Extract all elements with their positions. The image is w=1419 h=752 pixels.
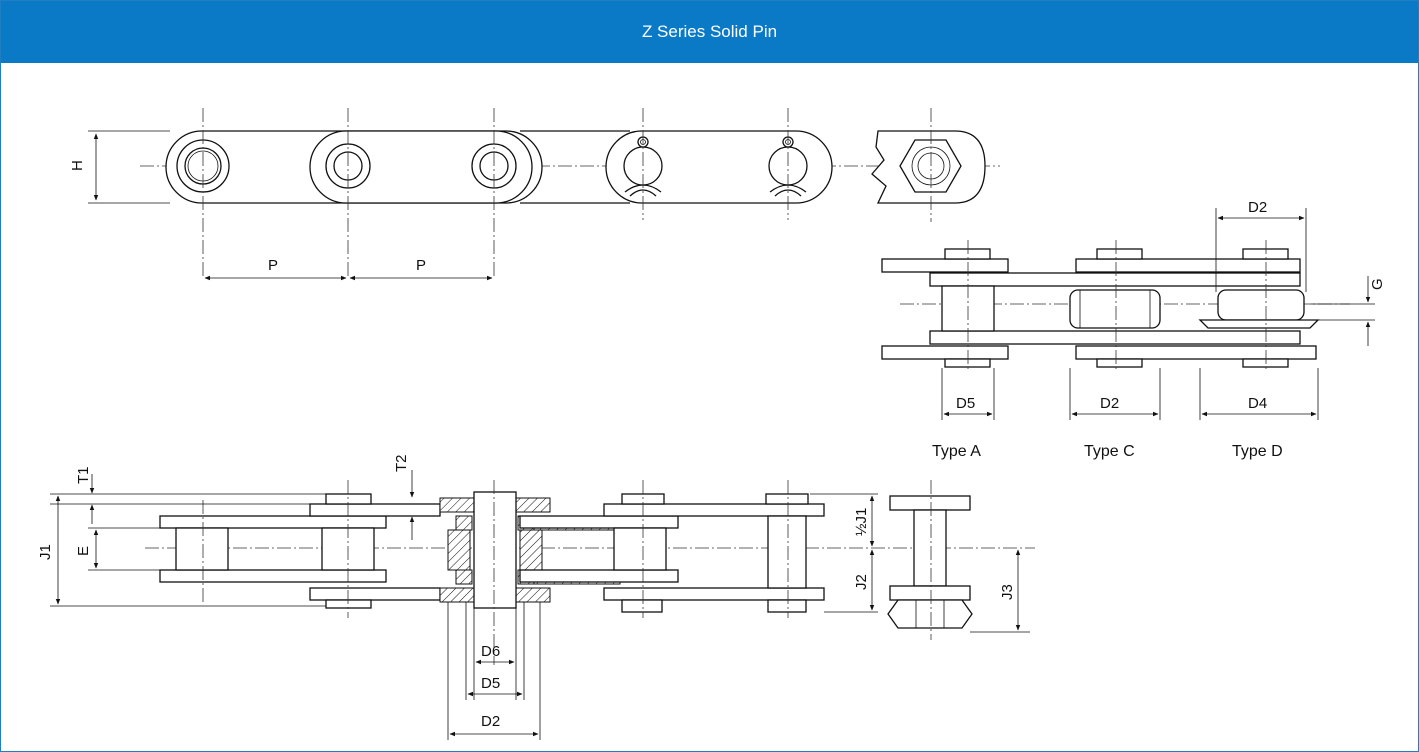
dim-right-side: ½J1 J2 J3 (810, 493, 1030, 633)
dim-d2-top: D2 (1215, 199, 1307, 292)
type-c-label: Type C (1084, 443, 1135, 460)
side-view (145, 480, 1035, 665)
dim-label-p2: P (416, 257, 426, 274)
dim-label-h: H (69, 160, 86, 171)
dim-label-half-j1: ½J1 (853, 508, 870, 536)
dim-label-d2-top: D2 (1248, 199, 1267, 216)
dim-left-side: T1 J1 E (37, 466, 326, 607)
dim-center-pin: D6 D5 D2 (447, 602, 541, 740)
dim-label-t2: T2 (393, 454, 410, 472)
dim-types-bottom: D5 D2 D4 (941, 368, 1319, 420)
roller-types-view (881, 240, 1350, 372)
dim-label-d5-type: D5 (956, 395, 975, 412)
dim-label-d6: D6 (481, 643, 500, 660)
page-title: Z Series Solid Pin (641, 22, 778, 41)
title-bar: Z Series Solid Pin (1, 1, 1418, 63)
dim-label-j2: J2 (853, 574, 870, 590)
dim-label-e: E (75, 546, 92, 556)
type-d-label: Type D (1232, 443, 1283, 460)
dim-g: G (1310, 276, 1386, 346)
dim-label-g: G (1369, 278, 1386, 290)
dim-label-j1: J1 (37, 544, 54, 560)
dim-t2: T2 (393, 454, 440, 540)
dim-label-p1: P (268, 257, 278, 274)
plan-view (140, 108, 1000, 278)
dim-h: H (69, 130, 170, 204)
dim-label-d2-type: D2 (1100, 395, 1119, 412)
dim-label-t1: T1 (75, 466, 92, 484)
type-a-label: Type A (932, 443, 981, 460)
dim-label-d5: D5 (481, 675, 500, 692)
dim-label-j3: J3 (999, 584, 1016, 600)
dim-label-d2: D2 (481, 713, 500, 730)
dim-label-d4-type: D4 (1248, 395, 1267, 412)
dim-p: P P (204, 257, 493, 281)
